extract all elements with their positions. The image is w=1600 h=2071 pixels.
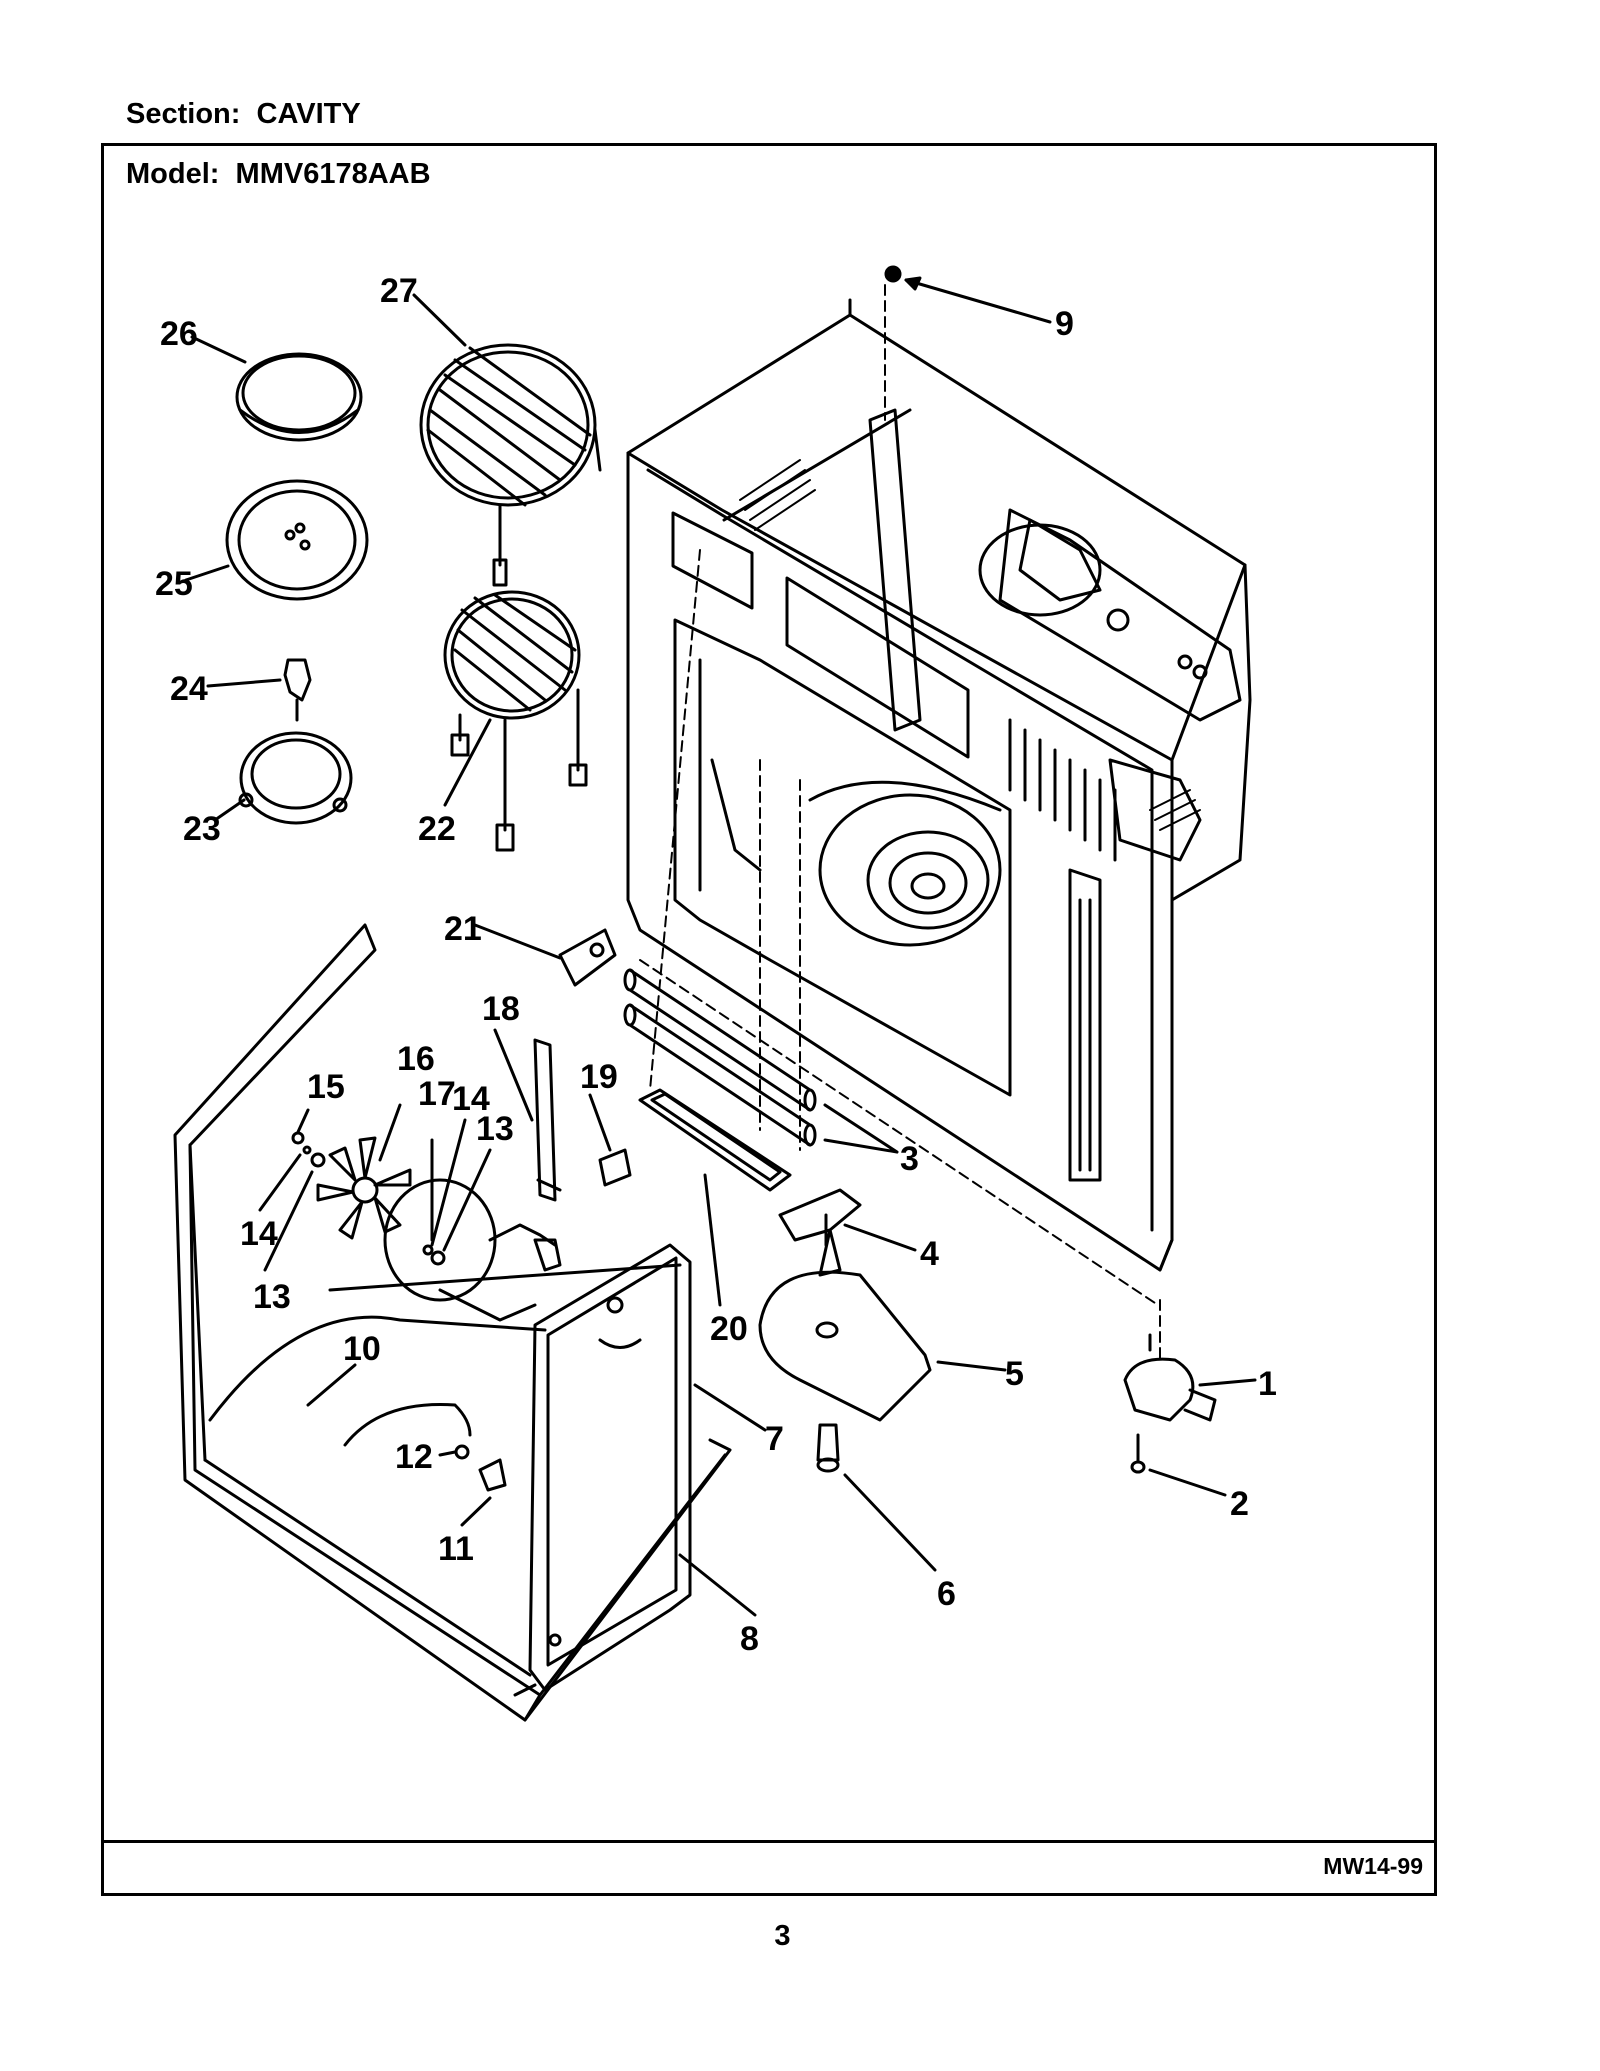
- callout-9: 9: [1055, 305, 1074, 343]
- part-23: [238, 731, 353, 825]
- callout-26: 26: [160, 315, 198, 353]
- part-14-left: [302, 1145, 312, 1155]
- section-title: Section: CAVITY: [126, 98, 361, 130]
- part-26: [235, 352, 363, 442]
- callout-10: 10: [343, 1330, 381, 1368]
- leader-8: [678, 1553, 757, 1617]
- leader-27: [412, 293, 467, 347]
- part-12: [454, 1444, 470, 1460]
- callout-11: 11: [438, 1530, 474, 1568]
- callout-13-right: 13: [476, 1110, 514, 1148]
- part-2: [1130, 1433, 1146, 1474]
- leader-16: [378, 1103, 402, 1162]
- part-25: [225, 479, 369, 601]
- callout-22: 22: [418, 810, 456, 848]
- leader-20: [703, 1173, 722, 1307]
- callout-17: 17: [418, 1075, 456, 1113]
- leader-2: [1148, 1468, 1227, 1497]
- leader-10: [306, 1363, 357, 1407]
- callout-19: 19: [580, 1058, 618, 1096]
- leader-25: [184, 564, 230, 582]
- leader-23: [213, 798, 246, 822]
- part-19: [598, 1148, 632, 1187]
- callout-18: 18: [482, 990, 520, 1028]
- part-1: [1123, 1333, 1217, 1422]
- part-18: [533, 1038, 562, 1202]
- part-21: [558, 928, 617, 987]
- part-17: [383, 1178, 562, 1322]
- callout-23: 23: [183, 810, 221, 848]
- leader-24: [206, 678, 282, 688]
- callout-2: 2: [1230, 1485, 1249, 1523]
- callout-4: 4: [920, 1235, 939, 1273]
- callout-24: 24: [170, 670, 208, 708]
- leader-4: [843, 1223, 917, 1252]
- diagram-frame: [101, 143, 1437, 1896]
- part-8: [173, 923, 732, 1722]
- callout-14-left: 14: [240, 1215, 278, 1253]
- part-11: [478, 1458, 507, 1492]
- part-10: [343, 1403, 472, 1447]
- leader-12: [438, 1450, 457, 1457]
- leader-11: [460, 1496, 492, 1527]
- leader-13-right: [442, 1148, 492, 1252]
- page-number: 3: [774, 1920, 791, 1952]
- callout-14-right: 14: [452, 1080, 490, 1118]
- part-24: [283, 658, 312, 722]
- part-20: [638, 1088, 792, 1192]
- callout-3: 3: [900, 1140, 919, 1178]
- callout-21: 21: [444, 910, 482, 948]
- footer-divider: [101, 1840, 1437, 1843]
- callout-25: 25: [155, 565, 193, 603]
- part-6: [816, 1423, 840, 1473]
- part-9: [884, 265, 902, 283]
- callout-6: 6: [937, 1575, 956, 1613]
- callout-15: 15: [307, 1068, 345, 1106]
- leader-26: [190, 335, 247, 364]
- leader-7: [693, 1383, 767, 1432]
- leader-5: [936, 1360, 1007, 1372]
- callout-13-left: 13: [253, 1278, 291, 1316]
- callout-8: 8: [740, 1620, 759, 1658]
- callout-20: 20: [710, 1310, 748, 1348]
- callout-12: 12: [395, 1438, 433, 1476]
- part-7: [528, 1243, 692, 1692]
- leader-1: [1198, 1378, 1257, 1387]
- part-13-right: [430, 1250, 446, 1266]
- model-title: Model: MMV6178AAB: [126, 158, 431, 190]
- leader-9: [904, 278, 1052, 324]
- leader-3: [823, 1103, 899, 1154]
- part-14-right: [422, 1244, 434, 1256]
- callout-7: 7: [765, 1420, 784, 1458]
- part-13-left: [310, 1152, 326, 1168]
- callout-5: 5: [1005, 1355, 1024, 1393]
- cavity-assembly: [626, 284, 1252, 1361]
- leader-14-left: [258, 1153, 302, 1212]
- part-22: [443, 590, 588, 852]
- part-16: [316, 1136, 412, 1240]
- leader-13-left: [263, 1170, 314, 1272]
- part-27: [419, 343, 602, 587]
- callout-1: 1: [1258, 1365, 1277, 1403]
- callout-27: 27: [380, 272, 418, 310]
- leader-14-right: [430, 1118, 467, 1247]
- leader-6: [843, 1473, 937, 1572]
- callout-16: 16: [397, 1040, 435, 1078]
- leader-22: [443, 718, 492, 807]
- leader-18: [493, 1028, 534, 1122]
- part-5: [758, 1270, 932, 1422]
- leader-15: [296, 1108, 310, 1134]
- part-15: [291, 1131, 305, 1145]
- leader-21: [473, 923, 562, 960]
- document-code: MW14-99: [1323, 1853, 1423, 1879]
- part-4: [778, 1188, 862, 1277]
- part-3: [623, 968, 817, 1147]
- leader-19: [588, 1093, 612, 1152]
